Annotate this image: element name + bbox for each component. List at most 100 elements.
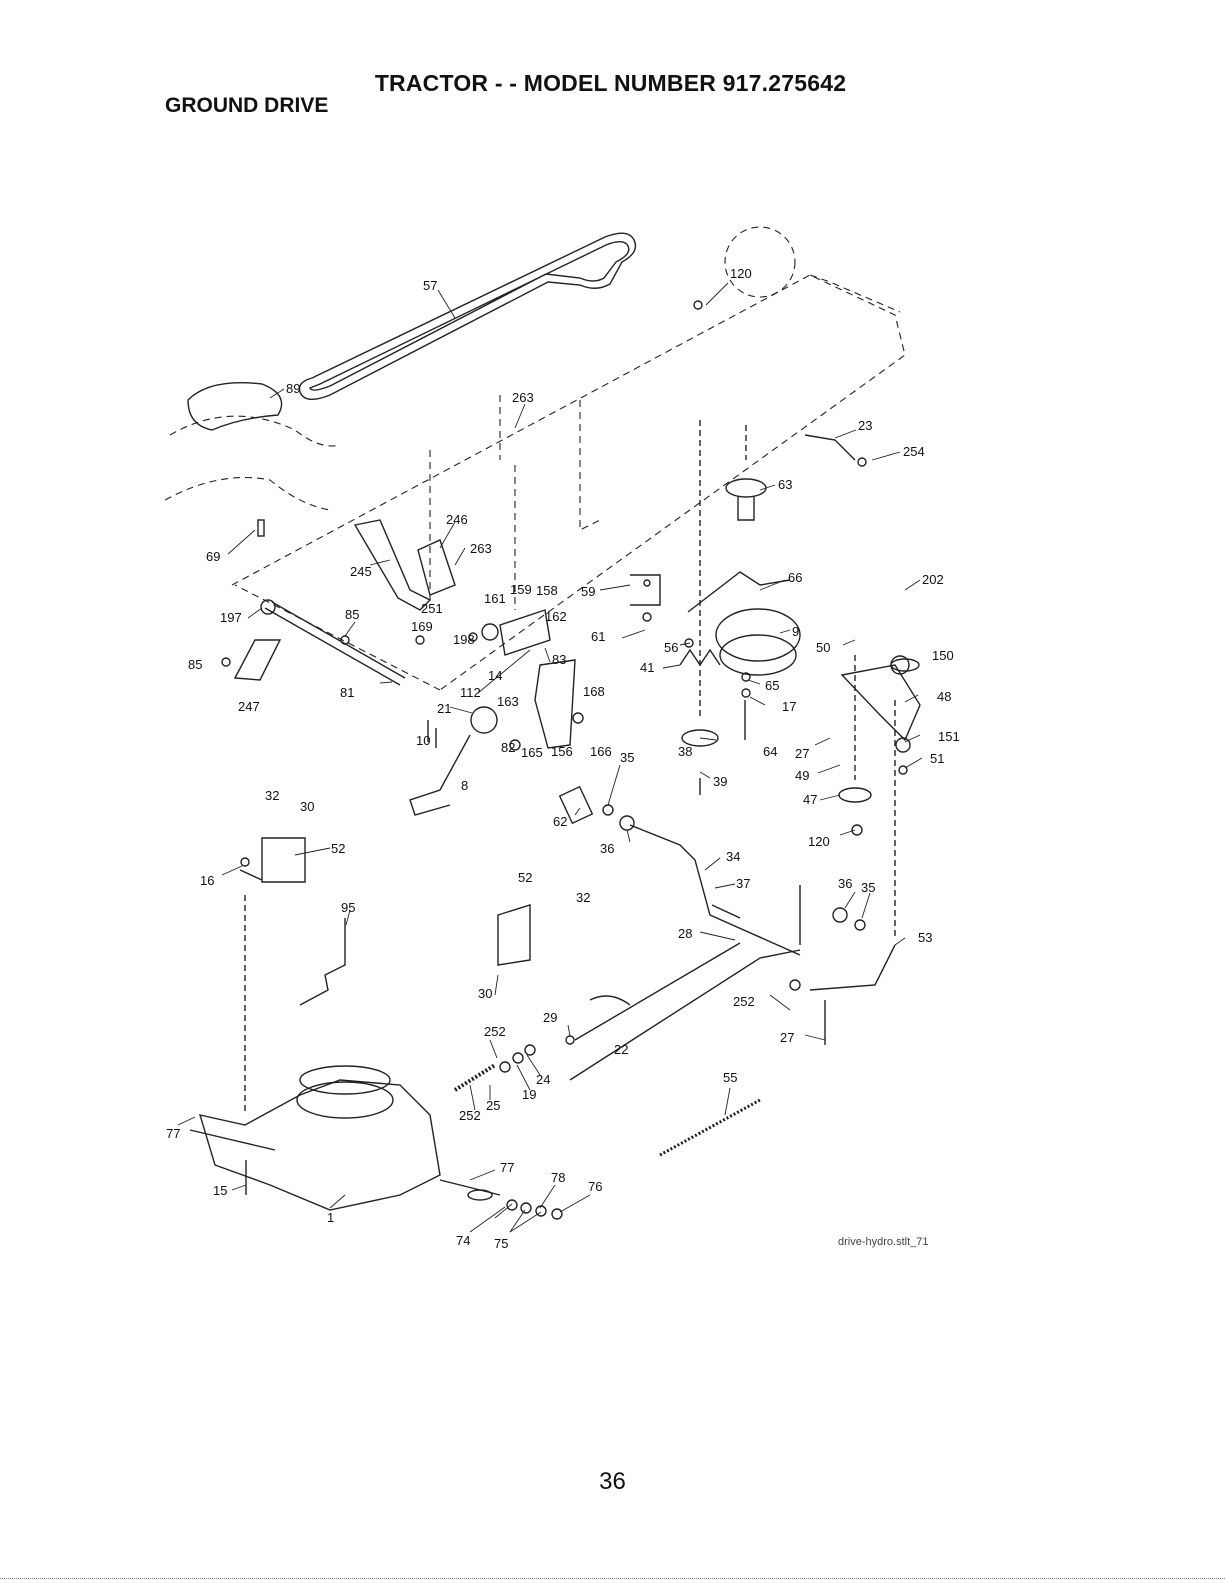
cam-bracket <box>534 659 576 749</box>
callout-197: 197 <box>220 610 242 625</box>
bottom-rule <box>0 1578 1225 1579</box>
callout-49: 49 <box>795 768 809 783</box>
callout-82: 82 <box>501 740 515 755</box>
callout-50: 50 <box>816 640 830 655</box>
callout-163: 163 <box>497 694 519 709</box>
rod-28 <box>574 942 741 1041</box>
callout-246: 246 <box>446 512 468 527</box>
callout-9: 9 <box>792 624 799 639</box>
lever-245 <box>353 519 432 611</box>
callout-28: 28 <box>678 926 692 941</box>
callout-62: 62 <box>553 814 567 829</box>
callout-162: 162 <box>545 609 567 624</box>
callout-74: 74 <box>456 1233 470 1248</box>
clip-59 <box>630 574 661 606</box>
callout-35: 35 <box>620 750 634 765</box>
callout-247: 247 <box>238 699 260 714</box>
callout-165: 165 <box>521 745 543 760</box>
callout-77: 77 <box>166 1126 180 1141</box>
callout-47: 47 <box>803 792 817 807</box>
callout-198: 198 <box>453 632 475 647</box>
callout-169: 169 <box>411 619 433 634</box>
callout-254: 254 <box>903 444 925 459</box>
callout-21: 21 <box>437 701 451 716</box>
callout-30: 30 <box>300 799 314 814</box>
callout-51: 51 <box>930 751 944 766</box>
callout-252: 252 <box>484 1024 506 1039</box>
callout-202: 202 <box>922 572 944 587</box>
mount-bracket-upper <box>261 837 306 883</box>
shift-handle <box>409 734 471 816</box>
callout-168: 168 <box>583 684 605 699</box>
callout-158: 158 <box>536 583 558 598</box>
callout-81: 81 <box>340 685 354 700</box>
callout-75: 75 <box>494 1236 508 1251</box>
callout-36b: 36 <box>838 876 852 891</box>
callout-252b: 252 <box>733 994 755 1009</box>
callout-77b: 77 <box>500 1160 514 1175</box>
callout-245: 245 <box>350 564 372 579</box>
callout-52: 52 <box>331 841 345 856</box>
callout-263: 263 <box>512 390 534 405</box>
lever-23 <box>804 434 856 461</box>
callout-150: 150 <box>932 648 954 663</box>
callout-52b: 52 <box>518 870 532 885</box>
callout-76: 76 <box>588 1179 602 1194</box>
pulley-63 <box>725 478 767 498</box>
bracket-246 <box>417 539 456 596</box>
callout-30b: 30 <box>478 986 492 1001</box>
callout-24: 24 <box>536 1072 550 1087</box>
control-knob <box>470 706 498 734</box>
pedal-shaft <box>264 607 401 686</box>
callout-1: 1 <box>327 1210 334 1225</box>
idler-arm <box>629 824 801 956</box>
callout-32b: 32 <box>576 890 590 905</box>
fender <box>187 382 283 431</box>
callout-120b: 120 <box>808 834 830 849</box>
callout-251: 251 <box>421 601 443 616</box>
callout-55: 55 <box>723 1070 737 1085</box>
callout-85: 85 <box>345 607 359 622</box>
callout-36: 36 <box>600 841 614 856</box>
rod-53 <box>809 944 896 991</box>
callout-89: 89 <box>286 381 300 396</box>
callout-27b: 27 <box>780 1030 794 1045</box>
callout-95: 95 <box>341 900 355 915</box>
callout-112: 112 <box>460 685 481 700</box>
callout-34: 34 <box>726 849 740 864</box>
page-number: 36 <box>599 1468 626 1495</box>
callout-252c: 252 <box>459 1108 481 1123</box>
callout-17: 17 <box>782 699 796 714</box>
spring-25 <box>453 1063 497 1092</box>
callout-166: 166 <box>590 744 612 759</box>
callout-27: 27 <box>795 746 809 761</box>
page-title: TRACTOR - - MODEL NUMBER 917.275642 <box>374 70 847 96</box>
mount-bracket-lower <box>497 904 531 966</box>
idler-47 <box>838 787 872 803</box>
callout-23: 23 <box>858 418 872 433</box>
callout-151: 151 <box>938 729 960 744</box>
callout-38: 38 <box>678 744 692 759</box>
callout-15: 15 <box>213 1183 227 1198</box>
section-heading: GROUND DRIVE <box>165 94 329 117</box>
callout-41: 41 <box>640 660 654 675</box>
callout-64: 64 <box>763 744 777 759</box>
rod-95 <box>299 918 346 1006</box>
tractor-frame <box>231 274 906 691</box>
pulley-38 <box>681 729 719 747</box>
callout-56: 56 <box>664 640 678 655</box>
callout-16: 16 <box>200 873 214 888</box>
callout-37: 37 <box>736 876 750 891</box>
callout-19: 19 <box>522 1087 536 1102</box>
drawing-code: drive-hydro.stlt_71 <box>838 1236 929 1248</box>
spring-55 <box>659 1098 761 1157</box>
callout-32: 32 <box>265 788 279 803</box>
bracket-66 <box>687 571 791 613</box>
callout-22: 22 <box>614 1042 628 1057</box>
callout-78: 78 <box>551 1170 565 1185</box>
callout-48: 48 <box>937 689 951 704</box>
callout-66: 66 <box>788 570 802 585</box>
callout-35b: 35 <box>861 880 875 895</box>
callout-83: 83 <box>552 652 566 667</box>
